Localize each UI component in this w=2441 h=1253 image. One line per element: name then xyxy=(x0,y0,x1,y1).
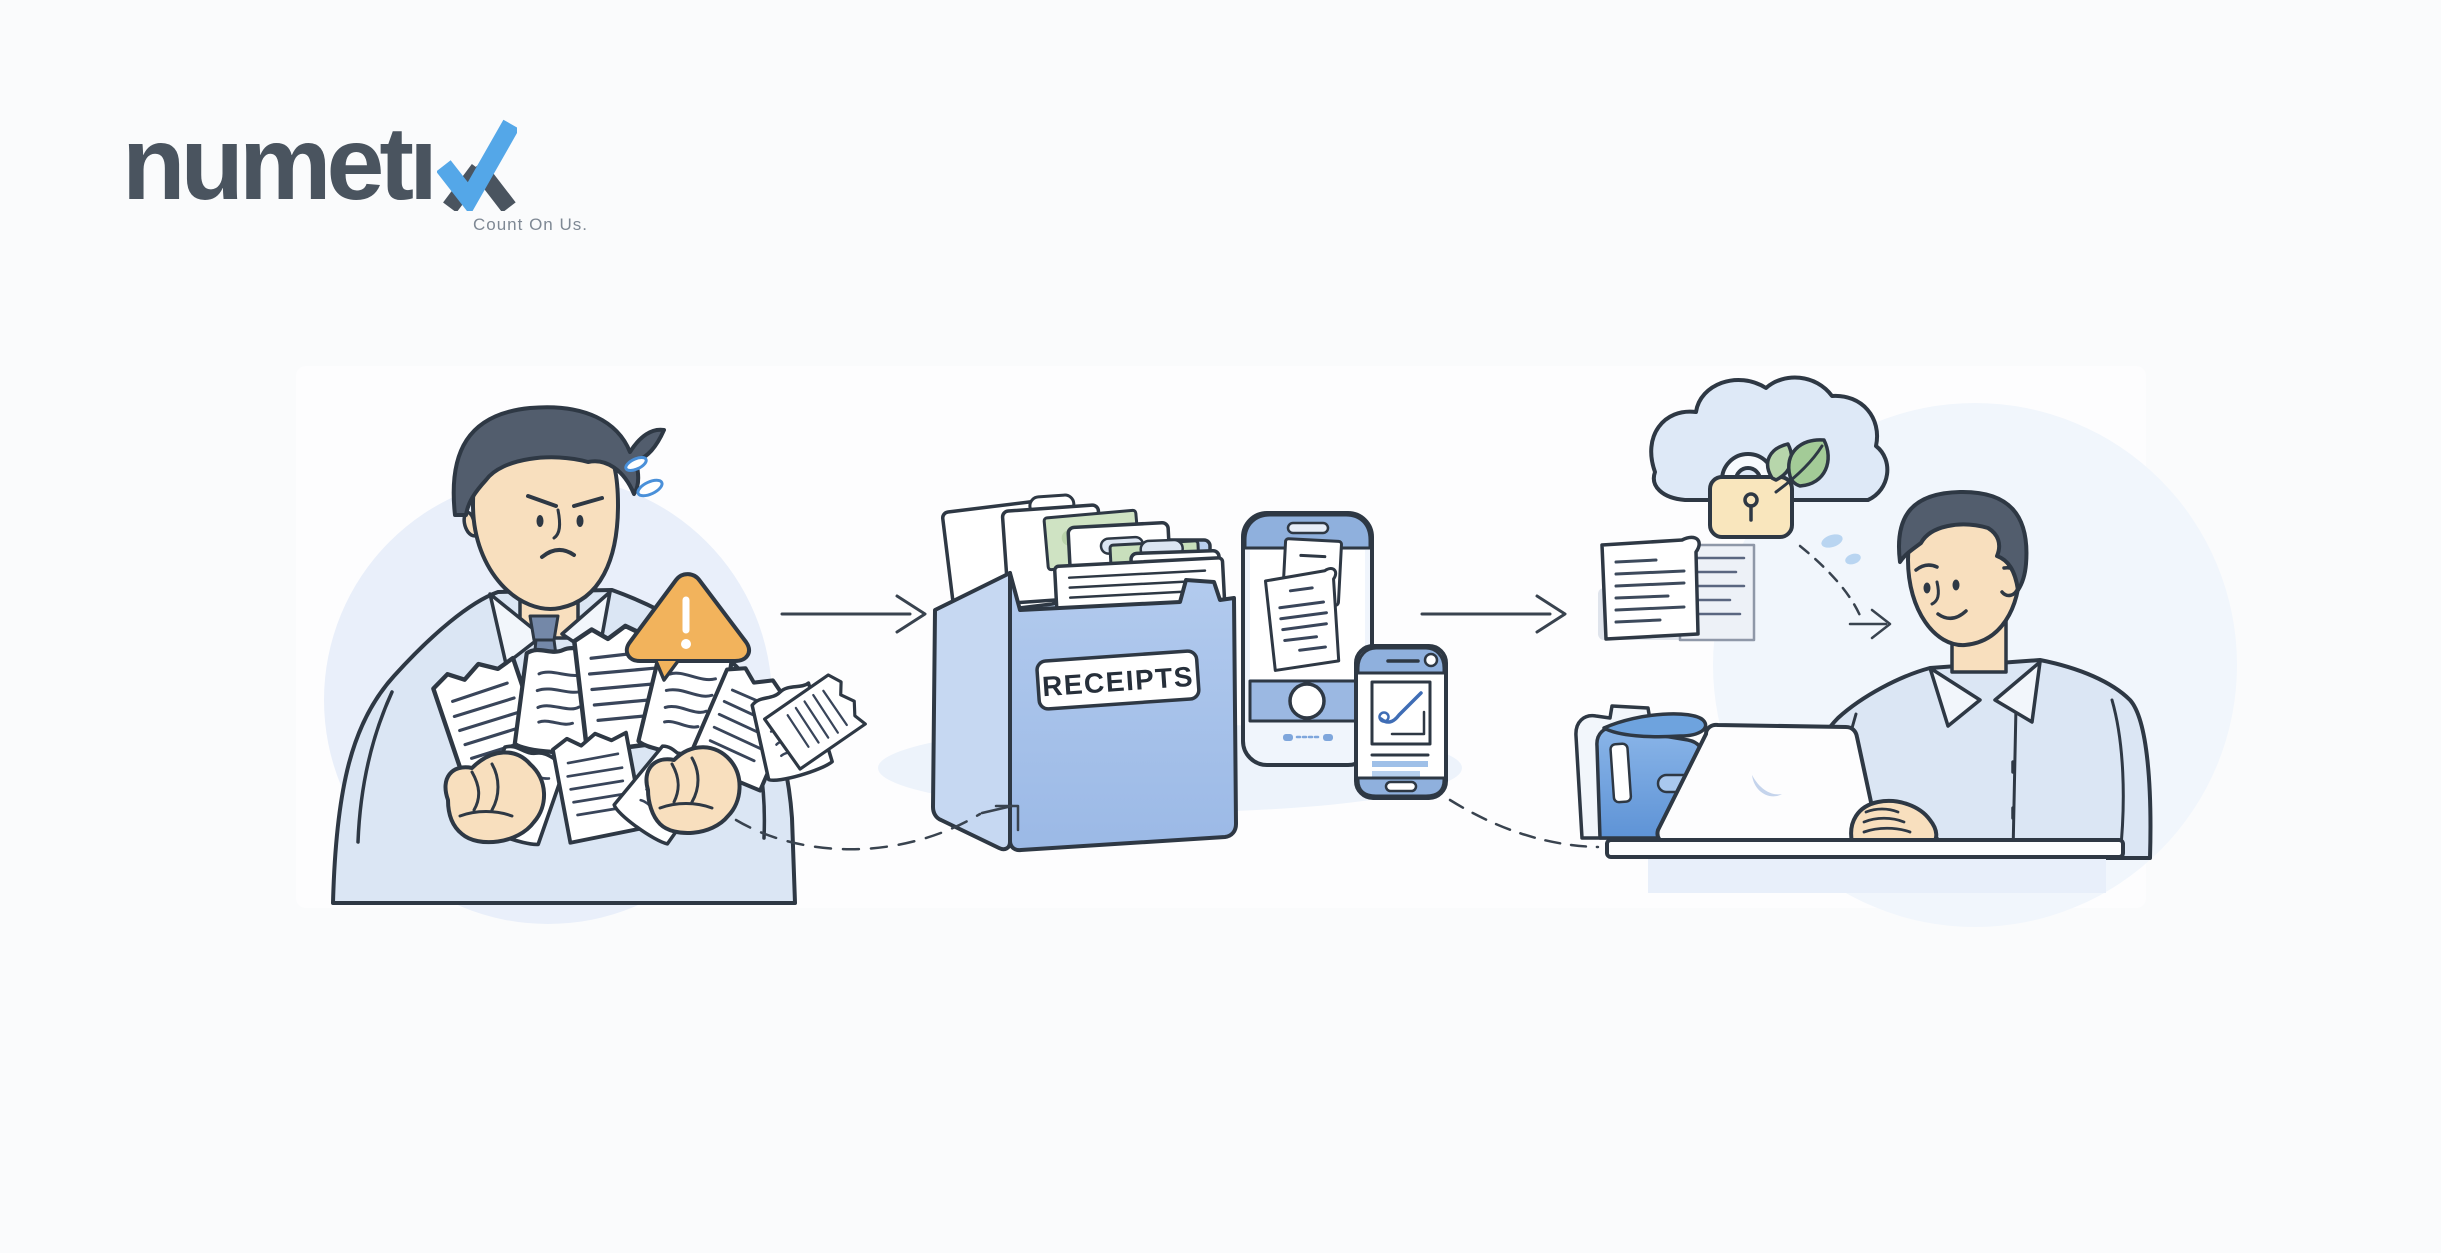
secure-cloud-icon xyxy=(1649,375,1890,502)
smile xyxy=(1936,609,1968,621)
sweat-drops-icon xyxy=(624,456,664,498)
warning-triangle-icon xyxy=(624,572,751,682)
accountant-hair xyxy=(1897,489,2029,592)
collar-left xyxy=(488,592,544,666)
solid-arrow-1 xyxy=(780,594,927,634)
hands xyxy=(443,745,742,845)
head xyxy=(451,405,666,611)
sparkle-drops-icon xyxy=(1821,534,1861,565)
frustrated-man-group xyxy=(324,405,872,924)
laptop-logo xyxy=(1752,775,1782,797)
shutter-button xyxy=(1288,682,1326,720)
eye-right xyxy=(576,515,584,527)
scanning-phone-icon xyxy=(1241,511,1374,767)
dashed-arrow-cloud-to-man xyxy=(1798,544,1892,640)
accountant-head xyxy=(1897,489,2029,648)
brand-x-check-icon xyxy=(436,116,517,211)
desk xyxy=(1605,838,2125,893)
receipts-box-icon: RECEIPTS xyxy=(931,571,1238,853)
document-stack-icon xyxy=(1598,535,1756,642)
dashed-curve-to-desk xyxy=(1448,798,1600,849)
frown-mouth xyxy=(540,548,576,559)
padlock-icon xyxy=(1708,452,1794,539)
dashed-arrow-to-box xyxy=(734,804,1020,851)
nose xyxy=(552,508,562,540)
solid-arrow-2 xyxy=(1420,594,1567,634)
confirmation-phone-icon xyxy=(1354,644,1448,800)
leaf-icon xyxy=(1766,438,1830,494)
eye-left xyxy=(536,515,544,527)
brand-logo[interactable]: numetı Count On Us. xyxy=(122,106,592,235)
brand-tagline: Count On Us. xyxy=(473,215,588,234)
eyebrows xyxy=(526,494,604,508)
receipts-capture-group: RECEIPTS xyxy=(878,493,1462,853)
typing-hand xyxy=(1849,799,1939,845)
brand-wordmark: numetı xyxy=(122,106,438,223)
accountant-group xyxy=(1574,375,2237,927)
receipts-label: RECEIPTS xyxy=(1035,649,1201,711)
